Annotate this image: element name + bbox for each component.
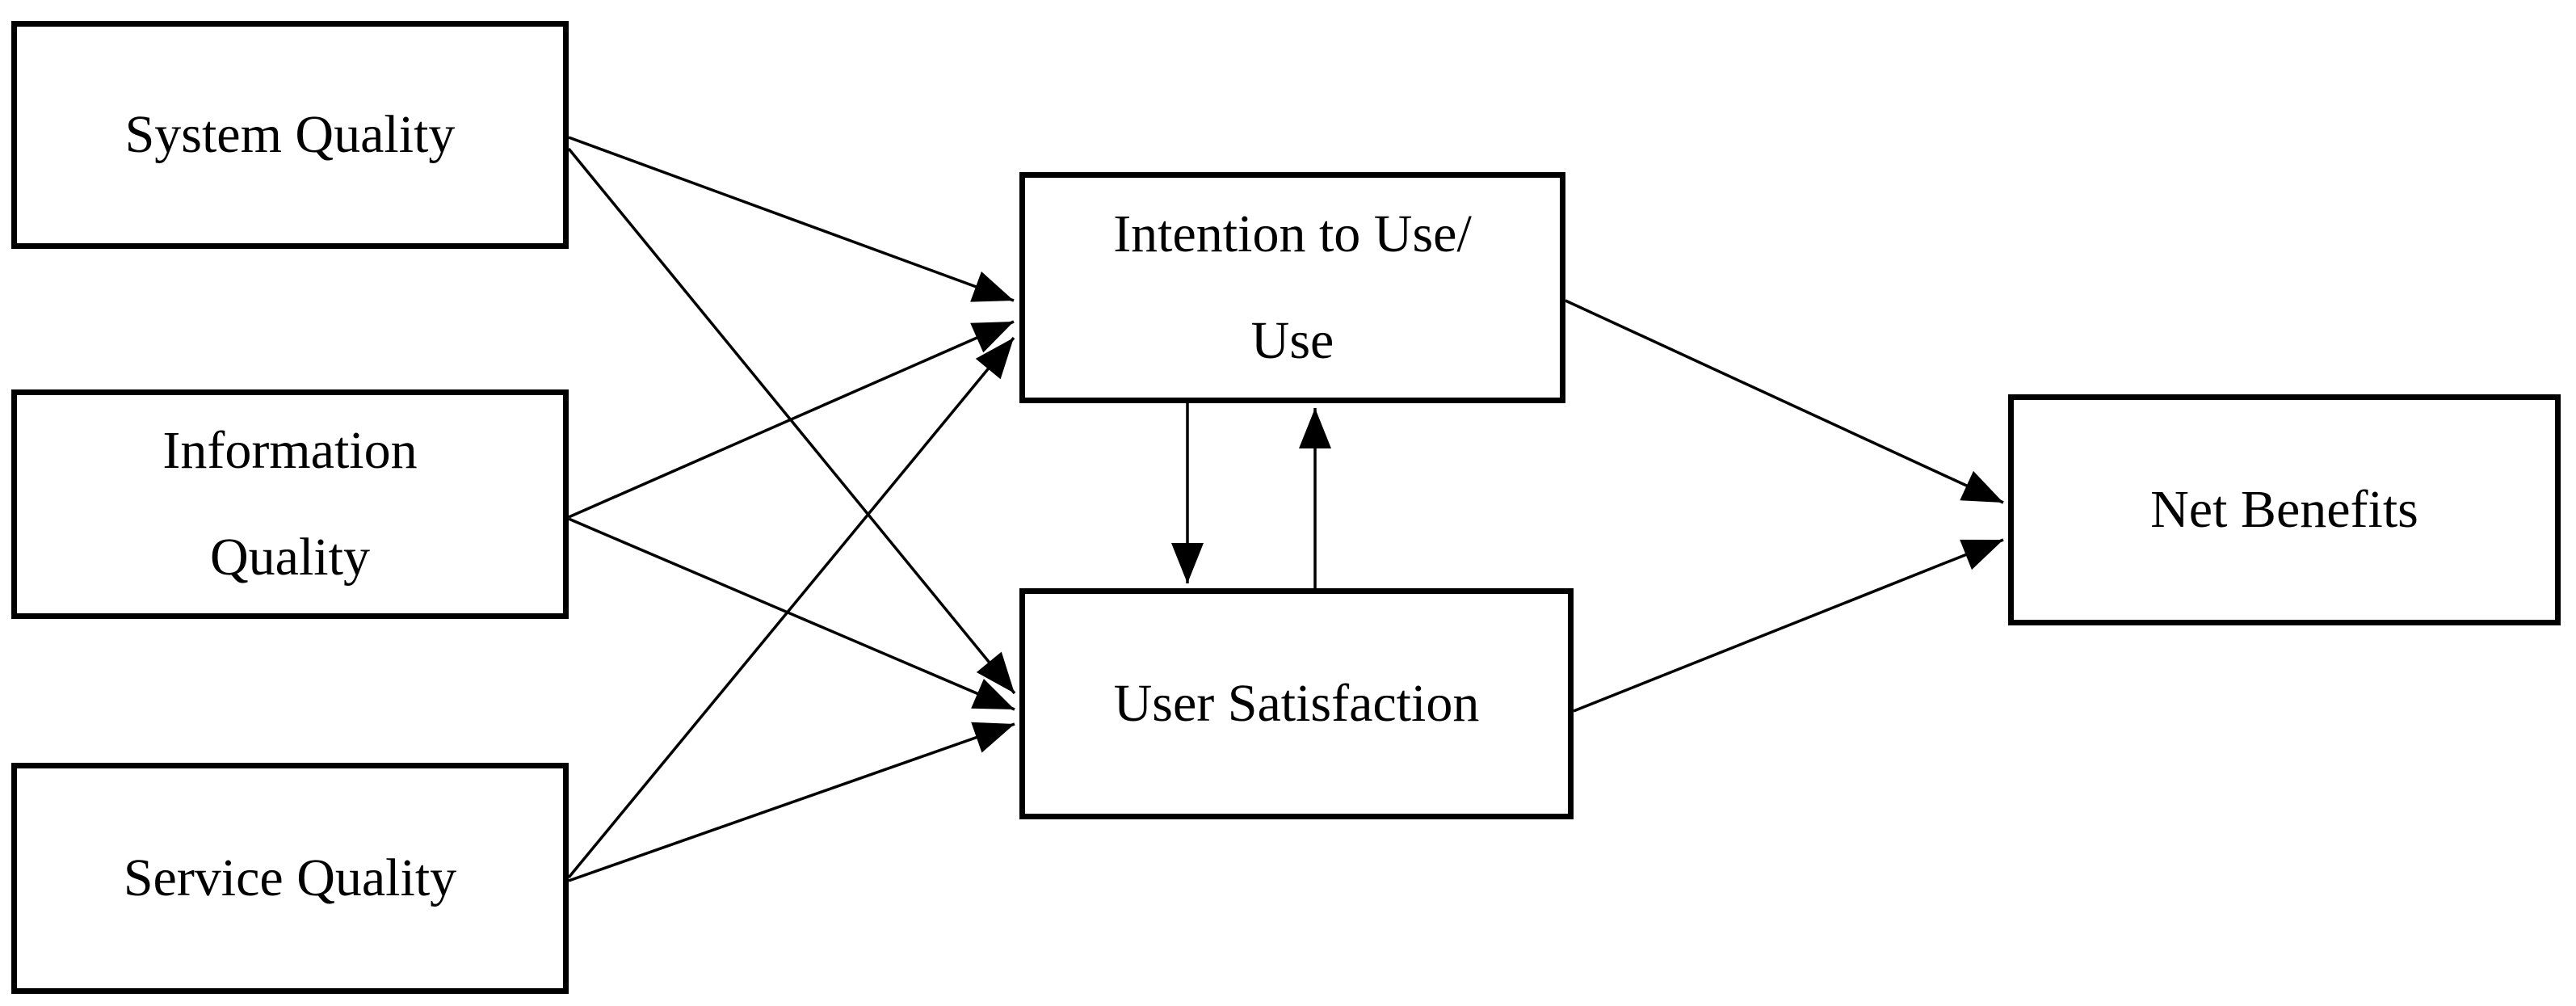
edge-service-quality-to-intention — [567, 336, 1015, 879]
node-user-satisfaction: User Satisfaction — [1019, 588, 1574, 819]
edge-service-quality-to-user-satisfaction — [568, 722, 1015, 882]
edge-information-quality-to-intention — [568, 320, 1015, 519]
node-system-quality: System Quality — [11, 21, 569, 249]
node-information-quality: Information Quality — [11, 389, 569, 619]
node-intention-to-use-label: Intention to Use/ Use — [1113, 204, 1472, 370]
node-user-satisfaction-label: User Satisfaction — [1113, 674, 1480, 733]
node-service-quality: Service Quality — [11, 763, 569, 994]
node-information-quality-label: Information Quality — [162, 421, 418, 587]
edge-system-quality-to-user-satisfaction — [567, 147, 1016, 695]
node-system-quality-label: System Quality — [124, 105, 456, 164]
node-net-benefits-label: Net Benefits — [2150, 480, 2418, 539]
node-service-quality-label: Service Quality — [123, 848, 457, 907]
node-intention-to-use: Intention to Use/ Use — [1019, 172, 1565, 403]
edge-system-quality-to-intention — [568, 136, 1015, 302]
edge-user-satisfaction-to-net-benefits — [1573, 538, 2004, 713]
edge-intention-to-net-benefits — [1565, 299, 2004, 504]
node-net-benefits: Net Benefits — [2008, 394, 2561, 625]
edge-information-quality-to-user-satisfaction — [568, 517, 1015, 711]
